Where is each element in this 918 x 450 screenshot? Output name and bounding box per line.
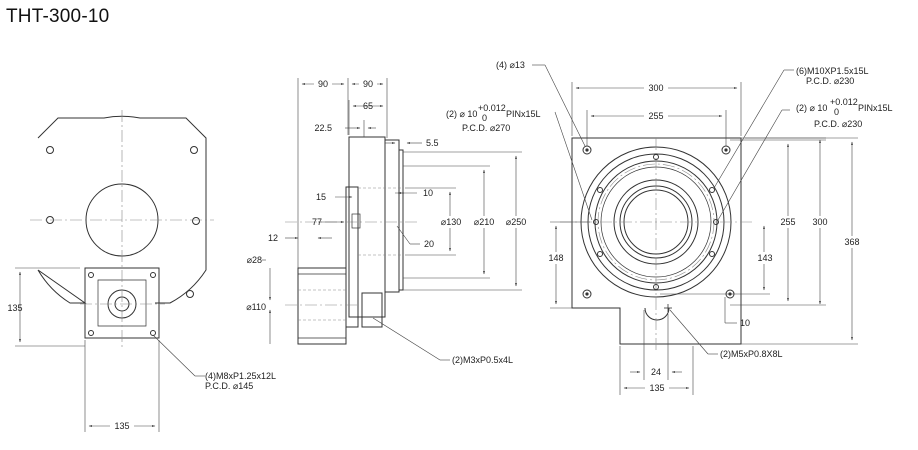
side-dim-90-right: 90 (363, 79, 373, 89)
side-dim-d28: ⌀28 (247, 255, 262, 265)
top-pin-note-suffix: PINx15L (858, 103, 893, 113)
side-dim-d210: ⌀210 (474, 217, 494, 227)
top-pin-tol-upper: +0.012 (830, 97, 858, 107)
side-pin-note-suffix: PINx15L (506, 109, 541, 119)
top-dim-255-right: 255 (780, 217, 795, 227)
front-bolt-pcd: P.C.D. ⌀145 (205, 381, 253, 391)
front-view: 135 135 (4)M8xP1.25x12L P.C.D. ⌀145 (7, 110, 276, 432)
side-dim-22-5: 22.5 (314, 123, 332, 133)
side-dim-20: 20 (424, 239, 434, 249)
side-dim-90-left: 90 (318, 79, 328, 89)
side-screw-note: (2)M3xP0.5x4L (452, 355, 513, 365)
front-dim-135-horizontal: 135 (114, 421, 129, 431)
top-pin-tol-lower: 0 (834, 107, 839, 117)
side-dim-12: 12 (268, 233, 278, 243)
side-dim-15: 15 (316, 192, 326, 202)
side-dim-d110: ⌀110 (246, 302, 266, 312)
top-hole-note: (4) ⌀13 (496, 60, 525, 70)
side-pin-pcd: P.C.D. ⌀270 (462, 123, 510, 133)
side-dim-d130: ⌀130 (441, 217, 461, 227)
side-dim-10: 10 (423, 188, 433, 198)
top-dim-135: 135 (649, 383, 664, 393)
top-view: 300 255 (4) ⌀13 (6)M10XP1.5x15L P.C.D. ⌀… (496, 60, 893, 395)
top-dim-143: 143 (757, 253, 772, 263)
top-dim-24: 24 (651, 367, 661, 377)
top-pin-note-prefix: (2) ⌀ 10 (796, 103, 827, 113)
side-dim-65: 65 (363, 101, 373, 111)
front-view-body-outline (37, 115, 207, 304)
top-view-body-outline (571, 137, 742, 345)
side-pin-tol-lower: 0 (482, 113, 487, 123)
top-dim-255-top: 255 (648, 111, 663, 121)
top-dim-10: 10 (740, 318, 750, 328)
side-dim-d250: ⌀250 (506, 217, 526, 227)
side-dim-5-5: 5.5 (426, 138, 439, 148)
top-dim-368: 368 (844, 237, 859, 247)
side-view: 90 90 65 22.5 5.5 15 10 77 12 20 ⌀2 (246, 78, 541, 365)
side-dim-77: 77 (312, 217, 322, 227)
side-view-housing (348, 136, 386, 318)
drawing-title: THT-300-10 (6, 6, 110, 27)
front-bolt-note: (4)M8xP1.25x12L (205, 371, 276, 381)
top-bolt-pcd: P.C.D. ⌀230 (806, 76, 854, 86)
top-dim-148: 148 (548, 253, 563, 263)
front-dim-135-vertical: 135 (7, 303, 22, 313)
top-dim-300-right: 300 (812, 217, 827, 227)
side-pin-note-prefix: (2) ⌀ 10 (446, 109, 477, 119)
top-bolt-note: (6)M10XP1.5x15L (796, 66, 869, 76)
side-view-motor (297, 267, 347, 345)
top-dim-300: 300 (648, 83, 663, 93)
top-screw-note: (2)M5xP0.8X8L (720, 349, 783, 359)
side-pin-tol-upper: +0.012 (478, 103, 506, 113)
top-pin-pcd: P.C.D. ⌀230 (814, 119, 862, 129)
